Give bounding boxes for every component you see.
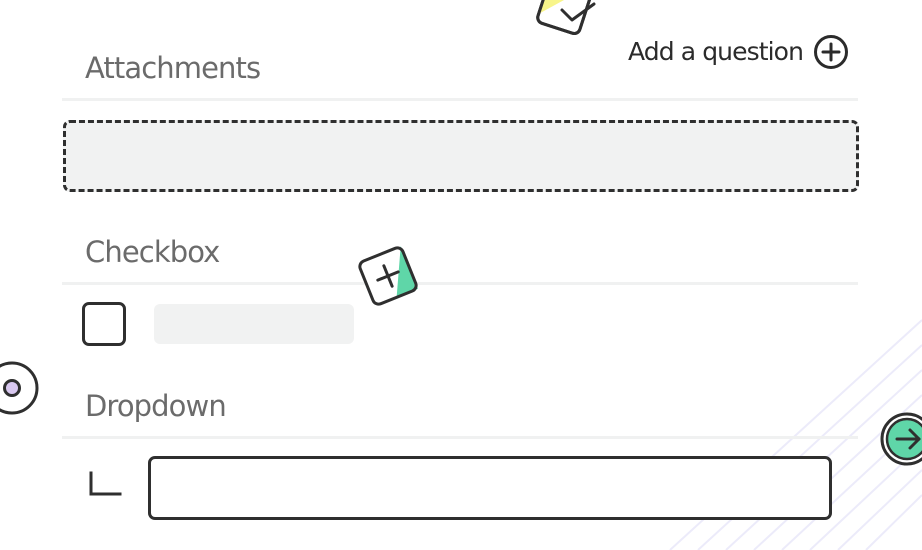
section-label-checkbox: Checkbox	[85, 235, 220, 269]
section-label-attachments: Attachments	[85, 51, 261, 85]
checkbox[interactable]	[82, 302, 126, 346]
radio-icon	[0, 361, 39, 415]
attachments-dropzone[interactable]	[63, 120, 859, 192]
section-label-dropdown: Dropdown	[85, 389, 227, 423]
plus-badge-icon	[358, 246, 418, 306]
add-question-label: Add a question	[628, 37, 804, 66]
add-question-button[interactable]: Add a question	[628, 34, 849, 70]
check-badge-icon	[536, 0, 596, 36]
arrow-right-icon	[880, 412, 922, 466]
dropdown-input[interactable]	[148, 456, 832, 520]
checkbox-option-placeholder	[154, 304, 354, 344]
plus-circle-icon	[814, 35, 849, 69]
divider	[62, 282, 858, 285]
divider	[62, 98, 858, 101]
corner-elbow-icon	[89, 471, 122, 496]
divider	[62, 436, 858, 439]
